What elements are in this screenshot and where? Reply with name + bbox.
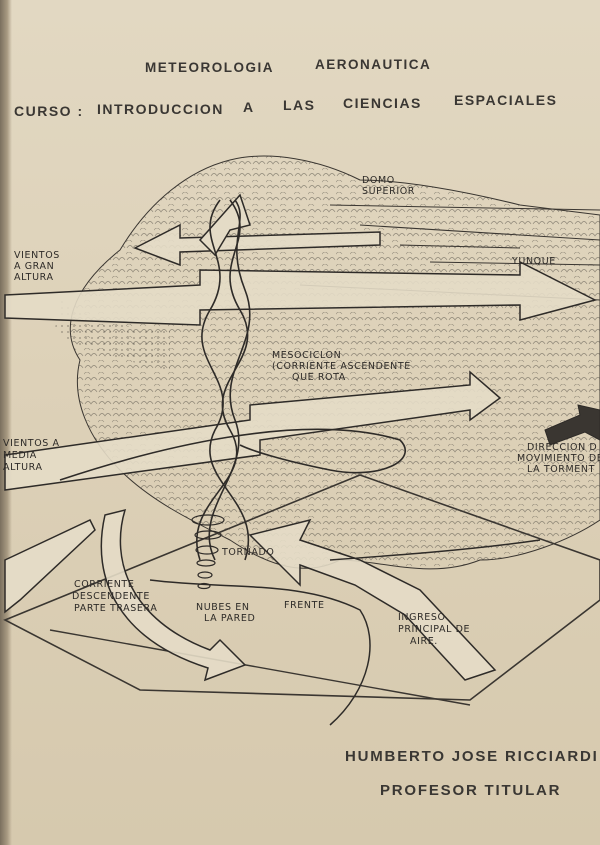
- mid-level-swirl: [59, 428, 407, 481]
- storm-cloud: [69, 155, 600, 570]
- main-inflow-arrow: [248, 518, 497, 681]
- frontal-line: [329, 539, 541, 561]
- label-mesociclon-2: (CORRIENTE ASCENDENTE: [272, 361, 411, 372]
- label-vientos-altura-3: ALTURA: [14, 272, 54, 283]
- rear-downdraft-arrow: [100, 508, 247, 682]
- label-yunque: YUNQUE: [511, 256, 556, 267]
- label-vientos-media-1: VIENTOS A: [3, 438, 60, 449]
- title-meteorologia: METEOROLOGIA: [145, 60, 274, 75]
- label-nubes-1: NUBES EN: [196, 602, 250, 613]
- upper-outflow-arrow: [133, 223, 381, 267]
- label-corriente-1: CORRIENTE: [74, 579, 134, 590]
- label-direccion-1: DIRECCION D: [527, 442, 597, 453]
- binding-spine: [0, 0, 12, 845]
- label-mesociclon-1: MESOCICLON: [272, 350, 341, 361]
- label-ingreso-3: AIRE.: [410, 636, 438, 647]
- label-ingreso-1: INGRESO: [398, 612, 446, 623]
- course-word-ciencias: CIENCIAS: [343, 95, 422, 111]
- tornado-funnel: [191, 514, 225, 590]
- label-direccion-3: LA TORMENT: [527, 464, 595, 475]
- label-frente: FRENTE: [284, 600, 325, 611]
- label-mesociclon-3: QUE ROTA: [292, 372, 346, 383]
- label-nubes-2: LA PARED: [204, 613, 255, 624]
- mesocyclone-spiral: [196, 199, 251, 561]
- author-role: PROFESOR TITULAR: [380, 782, 562, 799]
- label-vientos-altura-2: A GRAN: [14, 261, 54, 272]
- course-word-introduccion: INTRODUCCION: [97, 101, 224, 117]
- mid-winds-arrow: [4, 370, 502, 491]
- high-winds-arrow: [4, 260, 598, 326]
- course-word-las: LAS: [283, 97, 316, 113]
- title-aeronautica: AERONAUTICA: [315, 57, 432, 72]
- label-vientos-altura-1: VIENTOS: [14, 250, 60, 261]
- label-superior: SUPERIOR: [362, 186, 415, 197]
- label-vientos-media-2: MEDIA: [3, 450, 37, 461]
- label-domo: DOMO: [362, 175, 395, 186]
- label-ingreso-2: PRINCIPAL DE: [398, 624, 470, 635]
- author-name: HUMBERTO JOSE RICCIARDI: [345, 748, 599, 765]
- course-label: CURSO :: [14, 103, 84, 119]
- label-corriente-3: PARTE TRASERA: [74, 603, 157, 614]
- course-word-a: A: [243, 99, 255, 115]
- left-downdraft-arrow: [4, 519, 96, 614]
- gust-front-line: [149, 579, 371, 726]
- label-vientos-media-3: ALTURA: [3, 462, 43, 473]
- label-direccion-2: MOVIMIENTO DE: [517, 453, 600, 464]
- label-corriente-2: DESCENDENTE: [72, 591, 150, 602]
- storm-direction-arrow: [544, 404, 600, 446]
- ground-edge-line: [49, 629, 471, 706]
- label-tornado: TORNADO: [221, 547, 274, 558]
- course-word-espaciales: ESPACIALES: [454, 92, 558, 108]
